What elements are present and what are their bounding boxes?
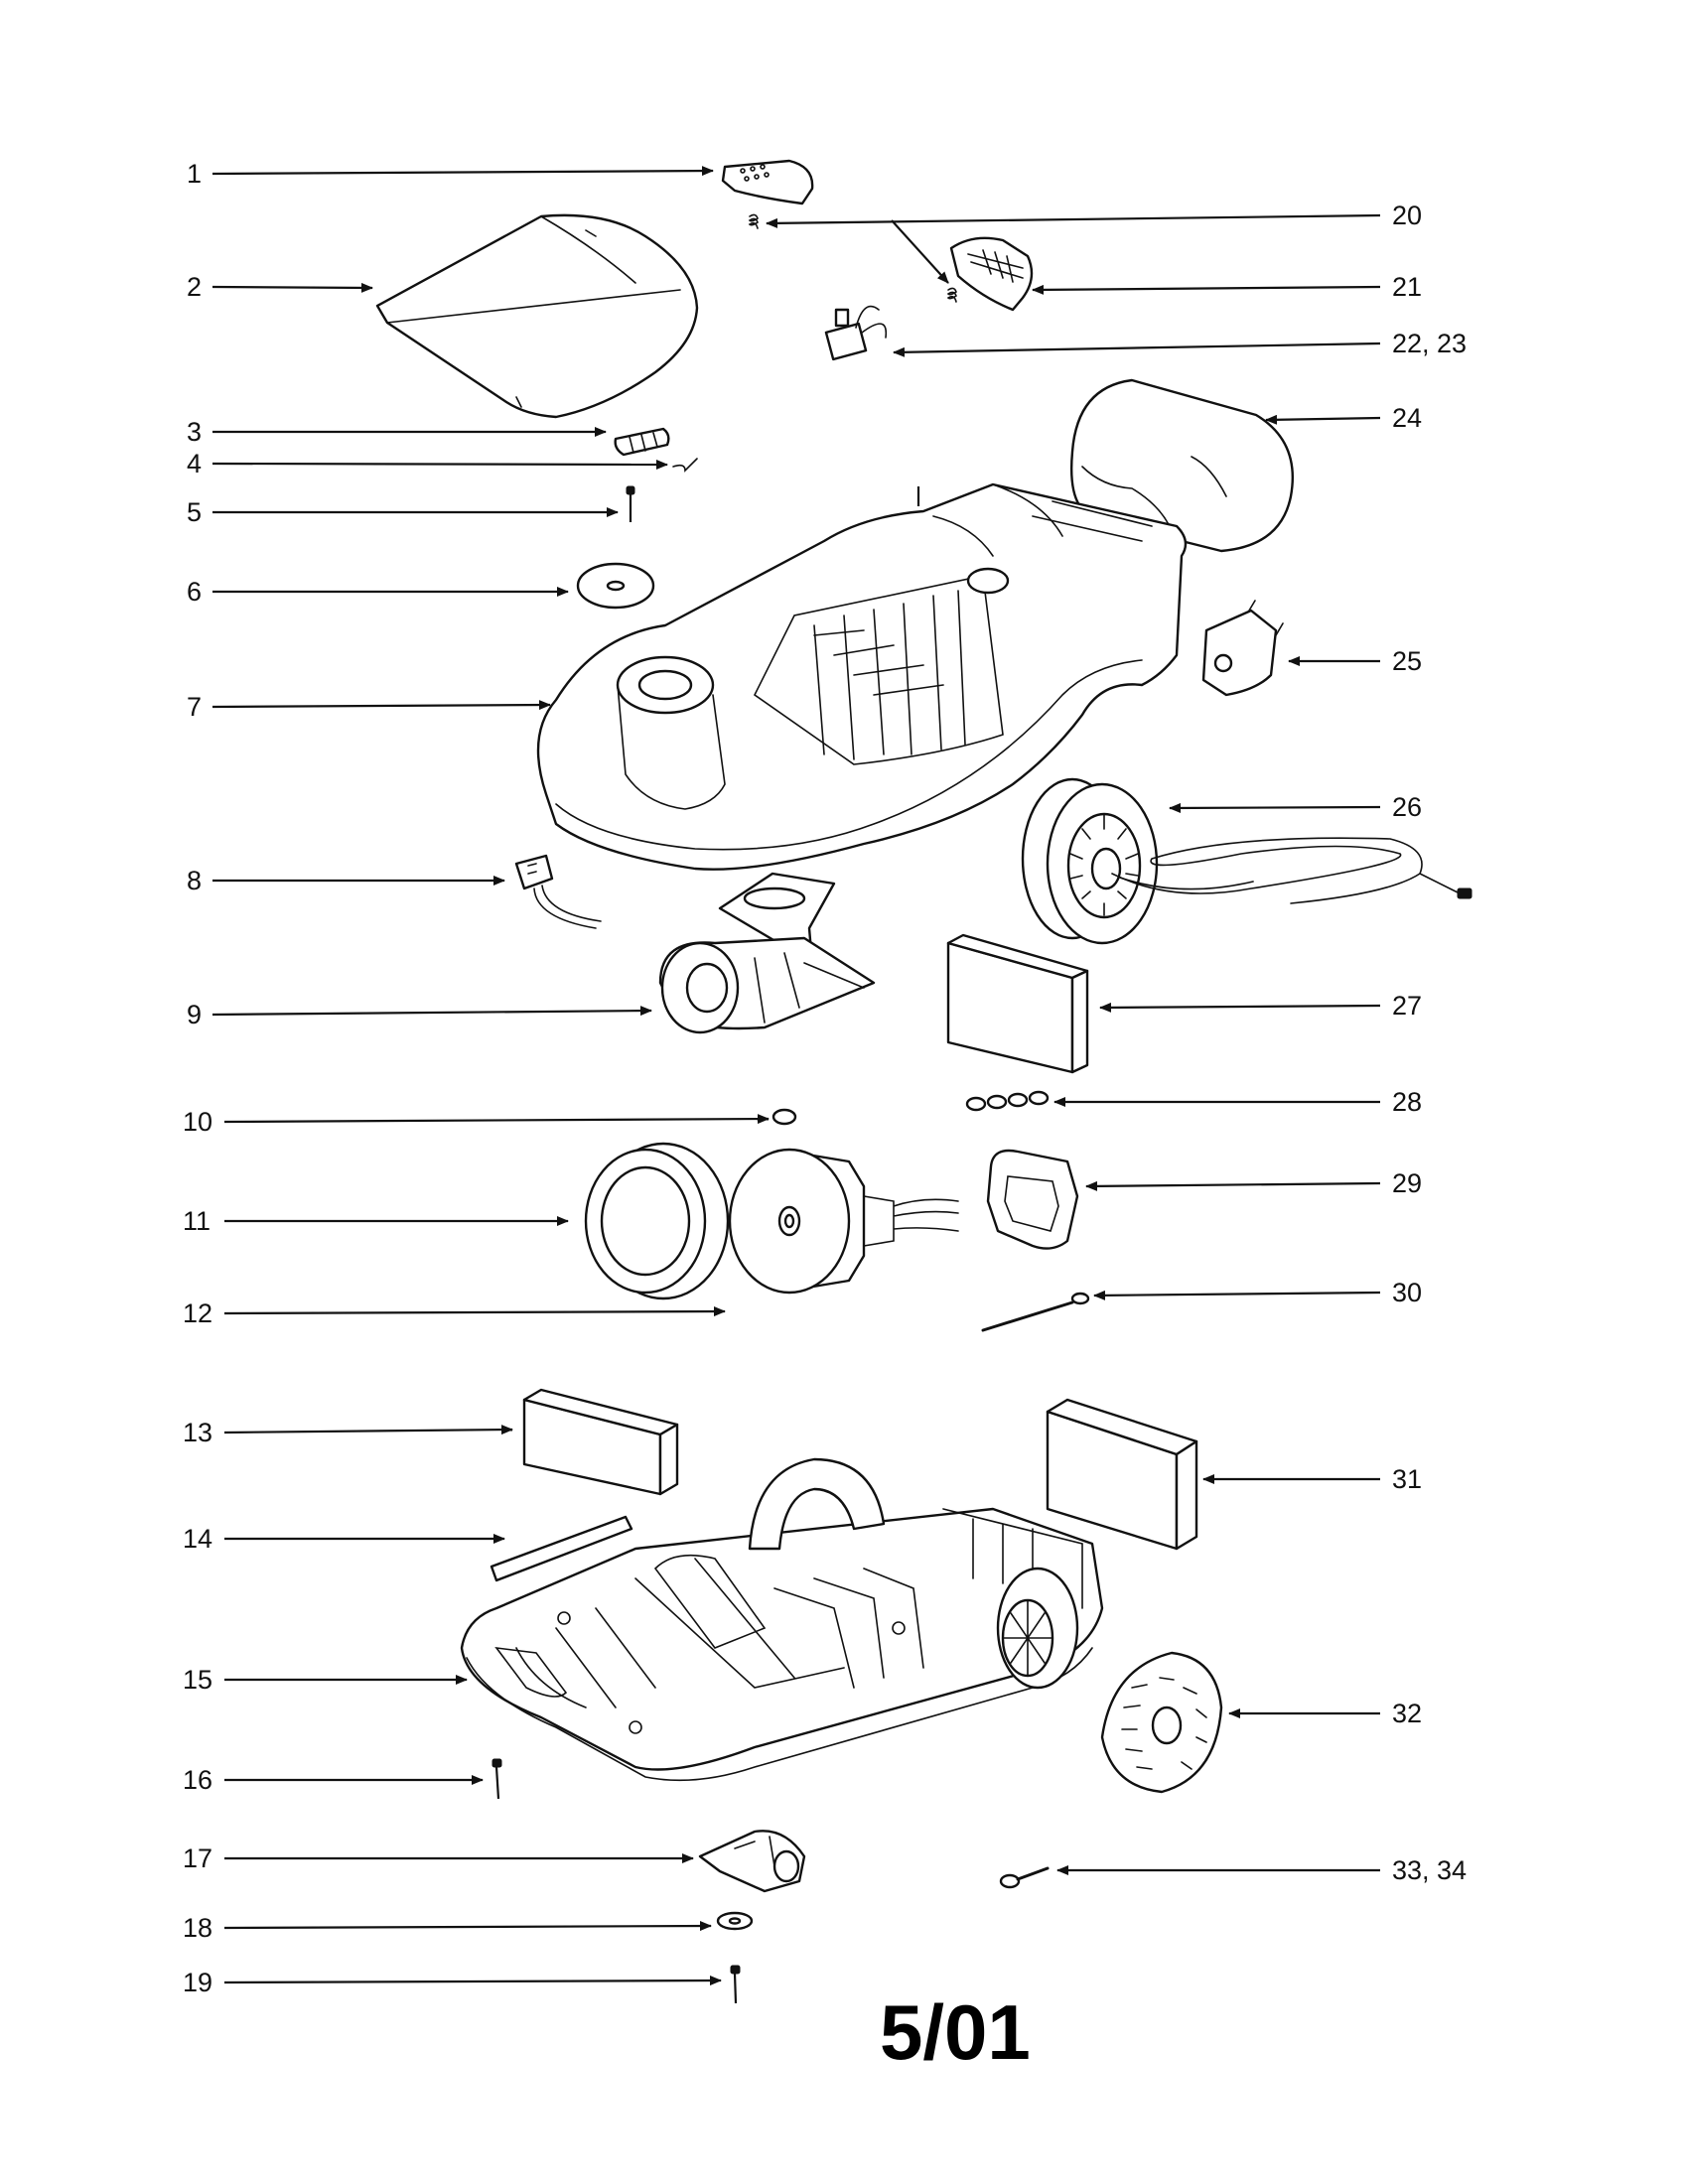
callout-9: 9 <box>187 1000 202 1029</box>
part-10-o-ring <box>772 1108 797 1126</box>
part-7-upper-housing <box>536 482 1188 871</box>
part-21-button-housing <box>949 236 1034 312</box>
part-14-strip-seal <box>490 1515 633 1582</box>
callout-22-23: 22, 23 <box>1392 329 1467 358</box>
callout-29: 29 <box>1392 1168 1422 1198</box>
part-30-wire-lead <box>981 1292 1090 1332</box>
part-6-washer <box>576 562 655 610</box>
part-28-grommets <box>965 1090 1050 1112</box>
callout-33-34: 33, 34 <box>1392 1855 1467 1885</box>
part-4-clip <box>672 458 698 473</box>
part-18-washer <box>716 1911 754 1931</box>
callout-31: 31 <box>1392 1464 1422 1494</box>
leader-27 <box>1099 1002 1381 1013</box>
part-17-rear-bracket <box>698 1830 806 1893</box>
part-22-23-switch <box>824 305 888 361</box>
leader-24 <box>1265 414 1381 425</box>
part-12-motor <box>728 1148 959 1295</box>
leader-29 <box>1085 1180 1381 1191</box>
leader-9 <box>211 1006 652 1017</box>
callout-4: 4 <box>187 449 202 478</box>
callout-6: 6 <box>187 577 202 607</box>
callout-20: 20 <box>1392 201 1422 230</box>
callout-32: 32 <box>1392 1699 1422 1728</box>
part-26-cord-reel <box>1021 777 1473 945</box>
part-1-button-cap <box>721 159 814 205</box>
part-29-gasket <box>986 1149 1079 1250</box>
callout-12: 12 <box>183 1298 212 1328</box>
leader-7 <box>211 700 551 711</box>
callout-26: 26 <box>1392 792 1422 822</box>
callout-15: 15 <box>183 1665 212 1695</box>
callout-3: 3 <box>187 417 202 447</box>
callout-17: 17 <box>183 1843 212 1873</box>
callout-28: 28 <box>1392 1087 1422 1117</box>
callout-2: 2 <box>187 272 202 302</box>
leader-18 <box>223 1921 712 1932</box>
part-31-filter-block <box>1046 1398 1198 1551</box>
date-code: 5/01 <box>880 1988 1031 2076</box>
callout-13: 13 <box>183 1418 212 1447</box>
callout-7: 7 <box>187 692 202 722</box>
part-16-screw <box>491 1758 502 1800</box>
callout-30: 30 <box>1392 1278 1422 1307</box>
leader-19 <box>223 1976 722 1986</box>
leader-2 <box>211 282 373 293</box>
leader-21 <box>1032 284 1381 295</box>
part-9-motor-housing <box>658 872 876 1034</box>
part-8-connector <box>514 854 602 929</box>
callout-11: 11 <box>183 1206 210 1236</box>
callout-1: 1 <box>187 159 202 189</box>
callout-27: 27 <box>1392 991 1422 1021</box>
part-13-filter-block <box>522 1388 679 1496</box>
leader-12 <box>223 1306 726 1317</box>
callout-25: 25 <box>1392 646 1422 676</box>
callout-8: 8 <box>187 866 202 895</box>
part-32-wheel-cover <box>1100 1651 1223 1794</box>
part-20-spring <box>748 213 957 303</box>
callout-16: 16 <box>183 1765 212 1795</box>
leader-26 <box>1169 802 1381 813</box>
part-19-screw <box>730 1965 741 2004</box>
leader-22 <box>893 341 1381 357</box>
leader-20 <box>766 213 1381 228</box>
leader-30 <box>1093 1290 1381 1300</box>
part-25-bracket <box>1201 600 1284 697</box>
part-11-filter-ring <box>584 1142 730 1300</box>
leader-20b <box>891 219 949 284</box>
part-27-filter-block <box>946 933 1089 1074</box>
callout-21: 21 <box>1392 272 1422 302</box>
callout-5: 5 <box>187 497 202 527</box>
callout-18: 18 <box>183 1913 212 1943</box>
part-33-34-clip <box>999 1866 1050 1889</box>
callout-24: 24 <box>1392 403 1422 433</box>
part-2-top-cover <box>375 213 699 419</box>
leader-lines <box>211 166 1381 1986</box>
leader-1 <box>211 166 714 177</box>
part-15-base-housing <box>460 1457 1104 1782</box>
callout-19: 19 <box>183 1968 212 1997</box>
callout-14: 14 <box>183 1524 212 1554</box>
leader-4 <box>211 459 668 470</box>
leader-13 <box>223 1425 513 1435</box>
callout-10: 10 <box>183 1107 212 1137</box>
part-3-latch <box>614 427 670 457</box>
part-5-screw <box>626 485 635 522</box>
callout-labels: 1 2 3 4 5 6 7 8 9 10 11 12 13 14 15 16 1… <box>183 159 1467 1997</box>
leader-10 <box>223 1114 770 1125</box>
